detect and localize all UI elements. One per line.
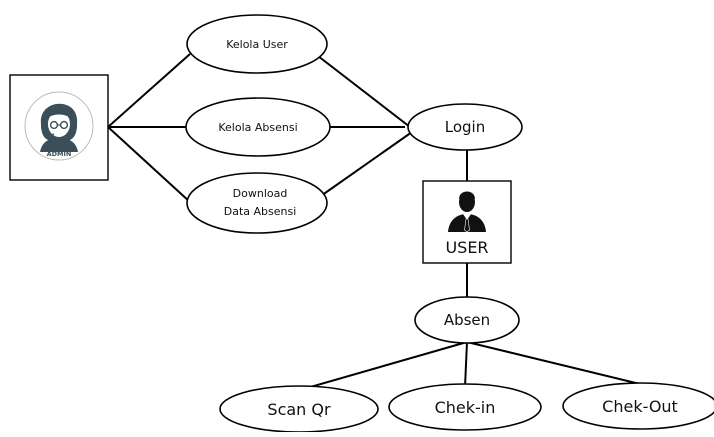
edge-absen-chek-out: [466, 341, 641, 385]
user-avatar-icon: [448, 191, 486, 233]
edge-kelola-user-login: [317, 55, 411, 128]
user-actor: USER: [422, 180, 512, 264]
user-actor-label: USER: [445, 238, 488, 257]
use-case-absen: Absen: [414, 296, 520, 344]
edge-admin-kelola-user: [107, 53, 191, 128]
edge-absen-chek-in: [464, 341, 468, 388]
admin-avatar-icon: [40, 103, 78, 152]
use-case-label-line1: Download: [233, 187, 288, 200]
use-case-label: Chek-in: [435, 398, 496, 417]
use-case-label: Scan Qr: [267, 400, 331, 419]
use-case-label: Login: [445, 118, 485, 136]
edge-admin-download: [107, 126, 191, 203]
use-case-chek-out: Chek-Out: [562, 382, 714, 430]
use-case-label: Kelola User: [226, 38, 288, 51]
edge-absen-scan-qr: [299, 341, 468, 391]
edge-download-login: [317, 131, 413, 199]
admin-badge-label: ADMIN: [47, 150, 72, 158]
use-case-kelola-absensi: Kelola Absensi: [185, 97, 331, 157]
use-case-login: Login: [407, 103, 523, 151]
use-case-label-line2: Data Absensi: [224, 205, 297, 218]
use-case-download-data-absensi: Download Data Absensi: [186, 172, 328, 234]
use-case-kelola-user: Kelola User: [186, 14, 328, 74]
use-case-label: Kelola Absensi: [218, 121, 297, 134]
use-case-chek-in: Chek-in: [388, 383, 542, 431]
use-case-label: Absen: [444, 311, 490, 329]
admin-actor: ADMIN: [9, 74, 109, 181]
use-case-label: Chek-Out: [602, 397, 678, 416]
use-case-scan-qr: Scan Qr: [219, 385, 379, 433]
